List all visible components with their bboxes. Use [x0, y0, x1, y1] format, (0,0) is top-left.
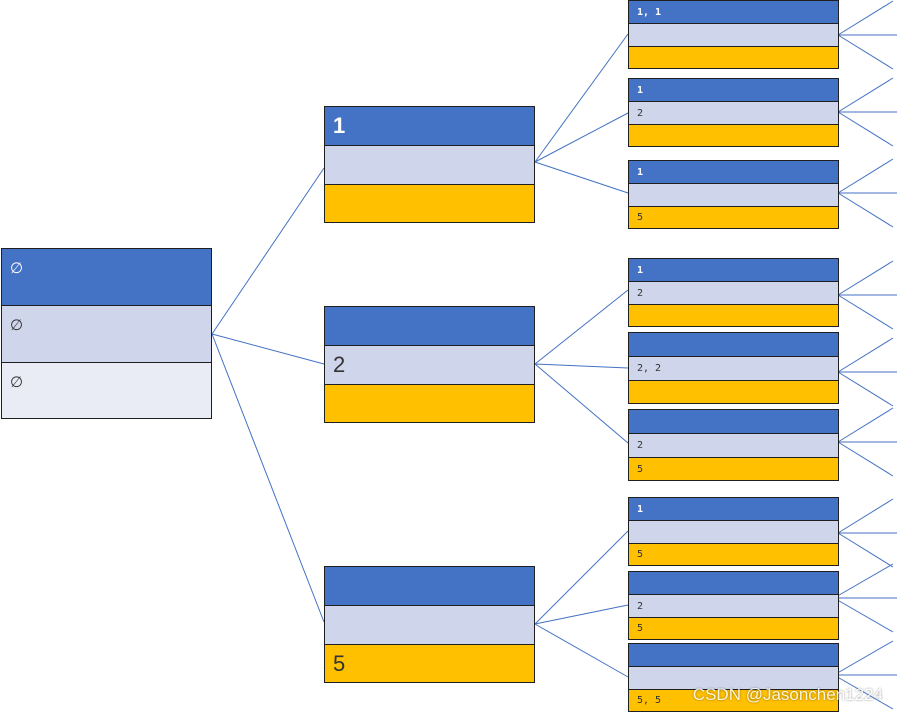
level2-node-2-row-gold [629, 125, 838, 146]
edge-level1-1-to-level2-3 [534, 161, 629, 194]
level2-node-5-row-blue [629, 333, 838, 357]
level2-node-7-row-blue: 1 [629, 498, 838, 521]
level1-node-2-row-blue [325, 307, 534, 346]
edge-level2-4-fanout-1 [837, 260, 894, 296]
level1-node-1-row-gold [325, 185, 534, 222]
level2-node-5-row-lavender: 2, 2 [629, 357, 838, 381]
level2-node-3: 1 5 [628, 160, 839, 229]
level1-node-3-row-lavender [325, 606, 534, 645]
root-row-pale: ∅ [2, 363, 211, 418]
level2-node-3-row-blue: 1 [629, 161, 838, 184]
edge-level2-2-fanout-1 [837, 77, 894, 113]
edge-level2-9-fanout-3 [833, 674, 894, 710]
level2-node-8-row-gold: 5 [629, 618, 838, 639]
edge-level2-7-fanout-1 [837, 498, 894, 534]
level1-node-1-row-lavender [325, 146, 534, 185]
level2-node-8: 2 5 [628, 571, 839, 640]
level1-node-2-row-gold [325, 385, 534, 422]
edge-level2-6-fanout-3 [837, 441, 894, 477]
edge-level1-2-to-level2-5 [534, 363, 629, 369]
level2-node-2-row-lavender: 2 [629, 102, 838, 125]
level2-node-1: 1, 1 [628, 0, 839, 69]
edge-level2-8-fanout-3 [833, 597, 894, 633]
level2-node-9-row-lavender [629, 667, 838, 690]
watermark-text: CSDN @Jasonchen1224 [692, 685, 883, 704]
level2-node-9-row-blue [629, 644, 838, 667]
level2-node-9: 5, 5 [628, 643, 839, 712]
level2-node-2-row-blue: 1 [629, 79, 838, 102]
edge-level1-2-to-level2-6 [534, 363, 629, 444]
level2-node-6: 2 5 [628, 409, 839, 481]
root-node: ∅ ∅ ∅ [1, 248, 212, 419]
edge-level1-1-to-level2-2 [534, 112, 629, 163]
edge-level2-1-fanout-1 [837, 0, 894, 36]
edge-level2-4-fanout-3 [837, 294, 894, 330]
level1-node-1: 1 [324, 106, 535, 223]
level1-node-3-row-gold: 5 [325, 645, 534, 682]
level2-node-9-row-gold: 5, 5 [629, 690, 838, 711]
level2-node-5: 2, 2 [628, 332, 839, 404]
edge-root-to-level1-3 [211, 333, 325, 623]
level2-node-3-row-gold: 5 [629, 207, 838, 228]
edge-level2-6-fanout-1 [837, 407, 894, 443]
level2-node-4-row-blue: 1 [629, 259, 838, 282]
level2-node-2: 1 2 [628, 78, 839, 147]
edge-level2-3-fanout-3 [837, 192, 894, 228]
edge-root-to-level1-2 [211, 333, 325, 365]
edge-level2-5-fanout-3 [837, 371, 894, 407]
level2-node-4: 1 2 [628, 258, 839, 327]
level1-node-2: 2 [324, 306, 535, 423]
root-row-lavender: ∅ [2, 306, 211, 363]
level1-node-3-row-blue [325, 567, 534, 606]
edge-level2-7-fanout-3 [837, 532, 894, 568]
level1-node-2-row-lavender: 2 [325, 346, 534, 385]
level2-node-1-row-gold [629, 47, 838, 68]
edge-level2-1-fanout-3 [837, 34, 894, 70]
level2-node-5-row-gold [629, 381, 838, 403]
level2-node-7: 1 5 [628, 497, 839, 566]
level2-node-6-row-lavender: 2 [629, 434, 838, 458]
edge-root-to-level1-1 [211, 167, 325, 335]
level2-node-4-row-lavender: 2 [629, 282, 838, 305]
level1-node-1-row-blue: 1 [325, 107, 534, 146]
edge-level1-2-to-level2-4 [534, 289, 629, 365]
edge-level2-2-fanout-3 [837, 111, 894, 147]
level2-node-3-row-lavender [629, 184, 838, 207]
level2-node-1-row-lavender [629, 24, 838, 47]
edge-level1-1-to-level2-1 [534, 33, 629, 163]
edge-level2-9-fanout-1 [833, 640, 894, 676]
level2-node-1-row-blue: 1, 1 [629, 1, 838, 24]
level1-node-3: 5 [324, 566, 535, 683]
level2-node-6-row-gold: 5 [629, 458, 838, 480]
level2-node-7-row-lavender [629, 521, 838, 544]
level2-node-4-row-gold [629, 305, 838, 326]
edge-level1-3-to-level2-9 [534, 623, 629, 678]
root-row-blue: ∅ [2, 249, 211, 306]
level2-node-8-row-blue [629, 572, 838, 595]
level2-node-6-row-blue [629, 410, 838, 434]
edge-level1-3-to-level2-8 [534, 604, 629, 625]
edge-level1-3-to-level2-7 [534, 530, 629, 625]
level2-node-7-row-gold: 5 [629, 544, 838, 565]
edge-level2-8-fanout-1 [833, 563, 894, 599]
edge-level2-5-fanout-1 [837, 337, 894, 373]
edge-level2-3-fanout-1 [837, 158, 894, 194]
level2-node-8-row-lavender: 2 [629, 595, 838, 618]
